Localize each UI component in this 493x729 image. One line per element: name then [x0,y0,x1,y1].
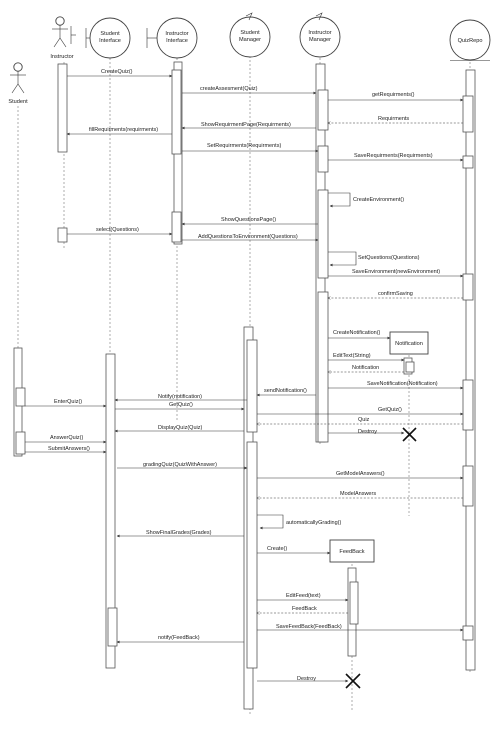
msg-set-requirments-label: SetRequirments(Requirments) [207,143,281,149]
msg-save-environment-label: SaveEnvironment(newEnvironment) [352,269,440,275]
feedback-object-label: FeedBack [339,549,364,555]
msg-create-feedback-label: Create() [267,546,287,552]
notification-sub-activation [405,361,415,373]
msg-save-notification-label: SaveNotification(Notification) [367,381,438,387]
student-label: Student [8,99,28,105]
quiz-repo-sub-activation-3 [462,273,474,301]
msg-model-answers-return-label: ModelAnswers [340,491,376,497]
msg-notify-feedback-label: notify(FeedBack) [158,635,200,641]
msg-notify-notification-label: Notify(notification) [158,394,202,400]
activation-bars [13,61,476,710]
student-interface-boundary-icon: Student Interface [85,17,131,59]
msg-set-questions-label: SetQuestions(Questions) [358,255,420,261]
msg-get-requirments-label: getRequirments() [372,92,415,98]
student-interface-activation [105,353,116,669]
msg-enter-quiz-label: EnterQuiz() [54,399,82,405]
feedback-destroy-x-icon [345,673,361,689]
student-manager-label-line1: Student [240,30,260,36]
quiz-repo-label: QuizRepo [458,38,483,44]
instructor-manager-sub-activation-4 [317,291,329,443]
student-manager-label-line2: Manager [239,37,261,43]
student-manager-control-icon: Student Manager [229,12,271,58]
instructor-interface-boundary-icon: Instructor Interface [146,17,198,59]
msg-destroy-notification-label: Destroy [358,429,377,435]
student-manager-sub-activation-2 [246,441,258,669]
student-sub-activation-2 [15,431,26,455]
msg-create-assesment-label: createAssesment(Quiz) [200,86,258,92]
msg-edit-feed-label: EditFeed(text) [286,593,321,599]
msg-destroy-feedback-label: Destroy [297,676,316,682]
student-manager-sub-activation [246,339,258,433]
msg-get-quiz-repo-label: GetQuiz() [378,407,402,413]
quiz-repo-entity-icon: QuizRepo [449,19,491,61]
msg-confirm-saving-label: confirmSaving [378,291,413,297]
instructor-interface-label-line1: Instructor [165,31,188,37]
instructor-manager-control-icon: Instructor Manager [299,12,341,58]
feedback-object: FeedBack [329,539,375,563]
msg-show-final-grades-label: ShowFinalGrades(Grades) [146,530,212,536]
instructor-manager-label-line1: Instructor [308,30,331,36]
instructor-activation-2 [57,227,68,243]
msg-grading-quiz-label: gradingQuiz(QuizWithAnswer) [143,462,217,468]
student-actor: Student [8,62,28,105]
instructor-manager-label-line2: Manager [309,37,331,43]
msg-save-requirments-label: SaveRequirments(Requirments) [354,153,433,159]
instructor-actor: Instructor [50,16,76,60]
notification-object-label: Notification [395,341,423,347]
student-sub-activation [15,387,26,407]
instructor-activation [57,63,68,153]
notification-destroy-x-icon [402,427,417,442]
instructor-interface-sub-activation-2 [171,211,182,243]
instructor-manager-sub-activation [317,89,329,131]
notification-object: Notification [389,331,429,355]
msg-fill-requirments-label: fillRequirments(requirments) [89,127,158,133]
msg-automatically-grading [257,514,284,530]
msg-get-model-answers-label: GetModelAnswers() [336,471,385,477]
student-interface-sub-activation [107,607,118,647]
msg-create-notification-label: CreateNotification() [333,330,381,336]
student-interface-label-line1: Student [100,31,120,37]
msg-create-quiz-label: CreateQuiz() [101,69,133,75]
instructor-manager-sub-activation-2 [317,145,329,173]
instructor-interface-sub-activation [171,69,182,155]
msg-set-questions [328,251,357,267]
msg-automatically-grading-label: automaticallyGrading() [286,520,341,526]
msg-get-quiz-interface-label: GetQuiz() [169,402,193,408]
msg-show-requirment-page-label: ShowRequirmentPage(Requirments) [201,122,291,128]
msg-quiz-return-label: Quiz [358,417,370,423]
msg-submit-answers-label: SubmitAnswers() [48,446,90,452]
msg-create-environment [328,192,351,208]
msg-send-notification-label: sendNotification() [264,388,307,394]
msg-answer-quiz-label: AnswerQuiz() [50,435,83,441]
msg-create-environment-label: CreateEnvironment() [353,197,404,203]
msg-feedback-return-label: FeedBack [292,606,317,612]
instructor-manager-sub-activation-3 [317,189,329,279]
quiz-repo-activation [465,69,476,671]
feedback-sub-activation [349,581,359,625]
student-interface-label-line2: Interface [99,38,121,44]
msg-select-questions-label: select(Questions) [96,227,139,233]
quiz-repo-sub-activation-6 [462,625,474,641]
quiz-repo-sub-activation-5 [462,465,474,507]
msg-save-feedback-label: SaveFeedBack(FeedBack) [276,624,342,630]
msg-display-quiz-label: DisplayQuiz(Quiz) [158,425,202,431]
msg-requirments-return-label: Requirments [378,116,409,122]
msg-edit-text-label: EditText(String) [333,353,371,359]
quiz-repo-sub-activation-2 [462,155,474,169]
msg-show-questions-page-label: ShowQuestionsPage() [221,217,276,223]
instructor-interface-label-line2: Interface [166,38,188,44]
quiz-repo-sub-activation-4 [462,379,474,431]
instructor-label: Instructor [50,54,73,60]
msg-notification-return-label: Notification [352,365,379,371]
msg-add-questions-label: AddQuestionsToEnvironment(Questions) [198,234,298,240]
quiz-repo-sub-activation [462,95,474,133]
